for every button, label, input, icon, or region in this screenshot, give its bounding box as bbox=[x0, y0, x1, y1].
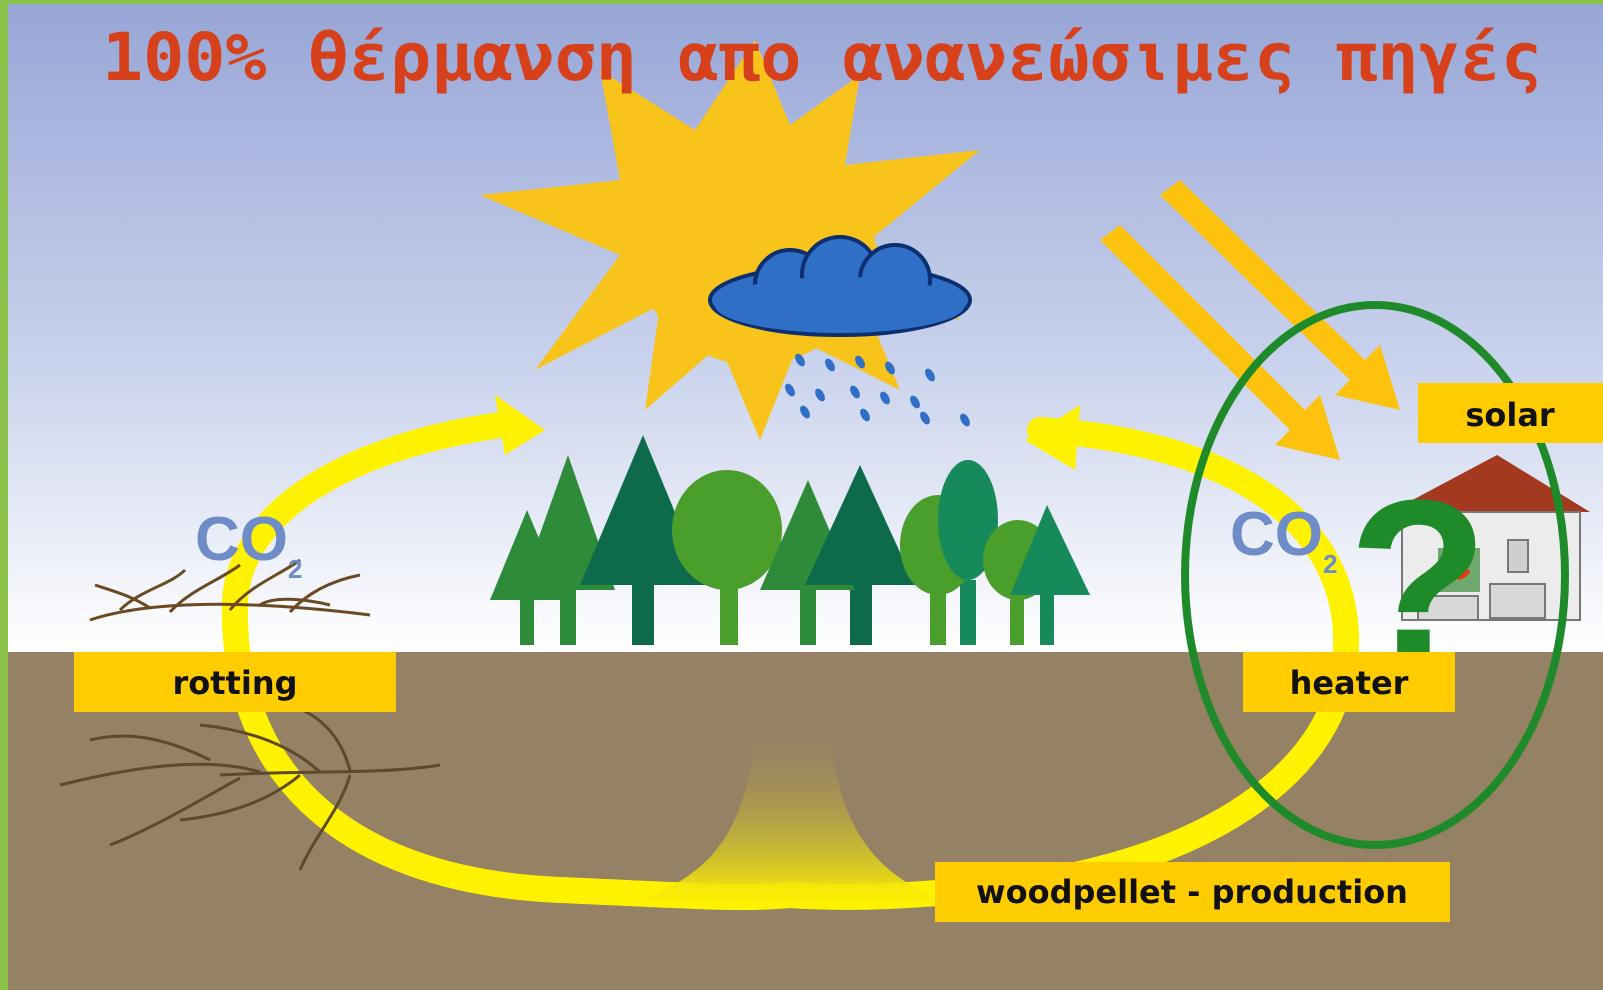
page-title: 100% θέρμανση απο ανανεώσιμες πηγές bbox=[102, 19, 1542, 96]
heater-label-box: heater bbox=[1243, 652, 1455, 712]
co2-left-label: CO2 bbox=[195, 505, 302, 584]
rotting-label-box: rotting bbox=[74, 652, 396, 712]
arrow-left-up-icon bbox=[495, 395, 545, 455]
rotting-label: rotting bbox=[172, 664, 297, 702]
sun-ray-arrows bbox=[1100, 180, 1400, 460]
house-icon bbox=[1390, 455, 1590, 621]
rain-icon bbox=[785, 353, 970, 427]
forest-icon bbox=[490, 435, 1090, 645]
co2-right-label: CO2 bbox=[1230, 500, 1337, 579]
fallen-tree-icon bbox=[59, 703, 441, 871]
highlight-ellipse bbox=[1181, 301, 1569, 849]
heater-label: heater bbox=[1290, 664, 1409, 702]
production-label-box: woodpellet - production bbox=[935, 862, 1450, 922]
solar-label: solar bbox=[1465, 396, 1555, 434]
cloud-icon bbox=[708, 235, 972, 337]
arrow-right-up-icon bbox=[1025, 405, 1080, 470]
dead-shrub-icon bbox=[89, 558, 371, 622]
solar-label-box: solar bbox=[1418, 383, 1603, 443]
fire-icon bbox=[1452, 552, 1470, 580]
pellet-trunk-flow bbox=[620, 720, 960, 905]
production-label: woodpellet - production bbox=[976, 873, 1408, 911]
